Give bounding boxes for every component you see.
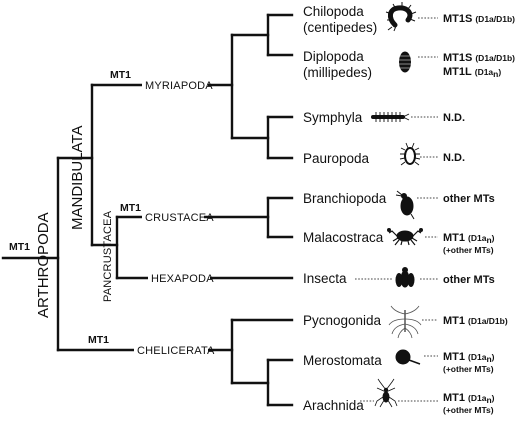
- result-chilopoda: MT1S(D1a/D1b): [443, 13, 515, 25]
- chelicerata-mt1-marker: MT1: [88, 334, 109, 346]
- pancrustacea-label: PANCRUSTACEA: [102, 210, 114, 302]
- result-malacostraca-1: MT1(D1an): [443, 232, 495, 245]
- result-merostomata-1: MT1(D1an): [443, 351, 495, 364]
- result-arachnida-1: MT1(D1an): [443, 392, 495, 405]
- chelicerata-label: CHELICERATA: [137, 345, 215, 357]
- taxon-common-name: (centipedes): [303, 20, 377, 35]
- result-diplopoda-2: MT1L(D1an): [443, 66, 501, 79]
- arthropoda-label: ARTHROPODA: [35, 212, 52, 318]
- horseshoe-crab-icon: [395, 349, 421, 365]
- crustacea-label: CRUSTACEA: [145, 212, 214, 224]
- result-branchiopoda: other MTs: [443, 193, 495, 205]
- sea-spider-icon: [388, 305, 422, 339]
- millipede-icon: [399, 51, 411, 73]
- pauropod-icon: [399, 142, 421, 166]
- crab-icon: [387, 228, 423, 246]
- result-arachnida-2: (+other MTs): [443, 405, 494, 415]
- result-diplopoda-1: MT1S(D1a/D1b): [443, 52, 515, 64]
- result-merostomata-2: (+other MTs): [443, 364, 494, 374]
- taxon-name: Chilopoda: [303, 4, 364, 19]
- daphnia-icon: [395, 190, 415, 220]
- taxon-name: Merostomata: [303, 353, 382, 368]
- result-pycnogonida: MT1(D1a/D1b): [443, 315, 508, 327]
- hexapoda-label: HEXAPODA: [151, 273, 214, 285]
- taxon-name: Branchiopoda: [303, 191, 387, 206]
- fly-icon: [395, 267, 415, 288]
- myriapoda-label: MYRIAPODA: [145, 80, 213, 92]
- mt-results: MT1S(D1a/D1b) MT1S(D1a/D1b) MT1L(D1an) N…: [443, 13, 515, 415]
- taxon-name: Diplopoda: [303, 49, 364, 64]
- taxon-name: Pycnogonida: [303, 313, 382, 328]
- result-insecta: other MTs: [443, 274, 495, 286]
- taxon-names: Chilopoda (centipedes) Diplopoda (millip…: [303, 4, 387, 413]
- taxon-common-name: (millipedes): [303, 65, 372, 80]
- spider-icon: [374, 378, 398, 408]
- root-mt1-marker: MT1: [9, 241, 30, 253]
- taxon-name: Insecta: [303, 271, 347, 286]
- result-symphyla: N.D.: [443, 112, 465, 124]
- mandibulata-label: MANDIBULATA: [69, 126, 86, 230]
- centipede-icon: [385, 2, 417, 32]
- result-malacostraca-2: (+other MTs): [443, 245, 494, 255]
- leader-lines: [355, 17, 438, 402]
- result-pauropoda: N.D.: [443, 152, 465, 164]
- myriapoda-mt1-marker: MT1: [110, 69, 131, 81]
- taxon-name: Symphyla: [303, 110, 363, 125]
- crustacea-mt1-marker: MT1: [120, 202, 141, 214]
- taxon-name: Malacostraca: [303, 230, 384, 245]
- symphylan-icon: [371, 112, 410, 122]
- taxon-name: Arachnida: [303, 398, 364, 413]
- taxon-name: Pauropoda: [303, 151, 370, 166]
